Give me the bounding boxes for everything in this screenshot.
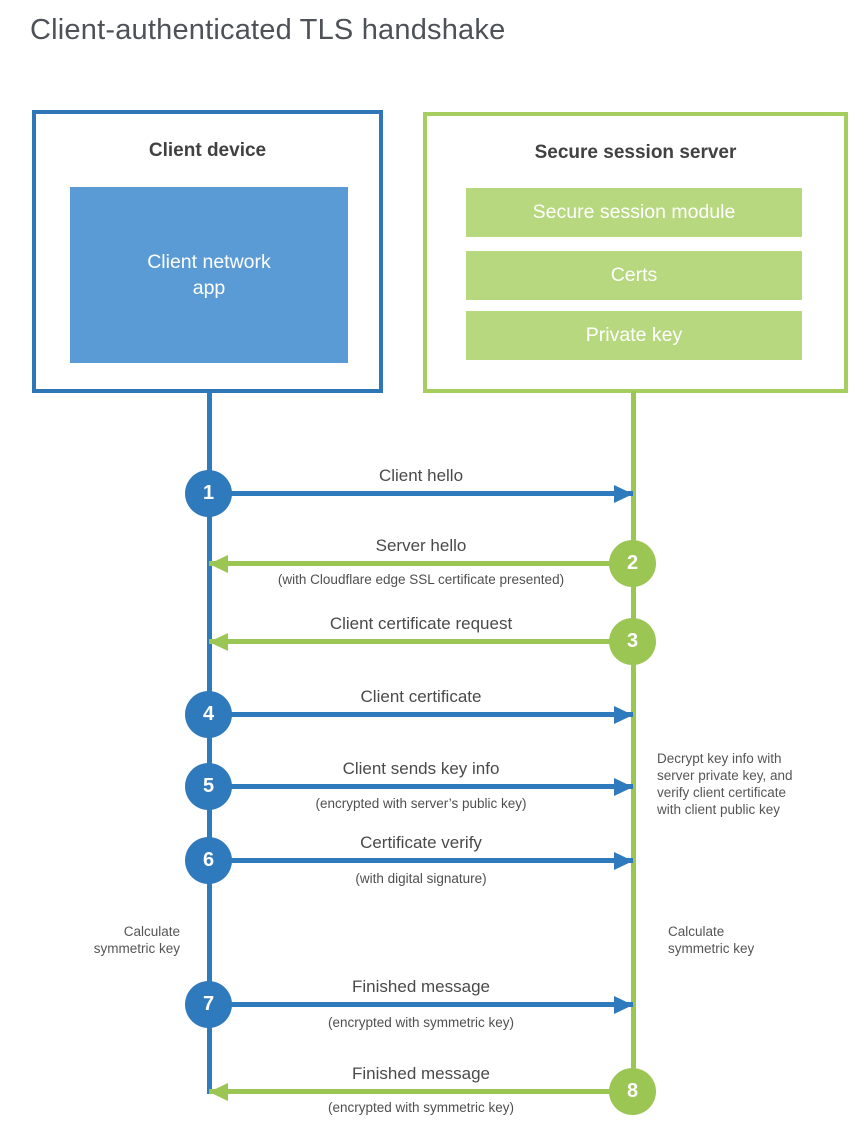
arrow-client-to-server: [209, 705, 633, 724]
client-lifeline: [207, 391, 212, 1094]
message-subtext: (with digital signature): [355, 871, 487, 886]
message-label: Client certificate request: [329, 614, 513, 633]
server-lifeline: [631, 391, 636, 1092]
arrowhead-right-icon: [614, 995, 633, 1014]
step-4-marker: 4: [185, 691, 232, 738]
arrowhead-left-icon: [209, 554, 228, 573]
arrow-server-to-client: [209, 1082, 633, 1101]
page-title: Client-authenticated TLS handshake: [30, 14, 506, 46]
client-device-box: Client device Client network app: [32, 110, 383, 393]
step-1-marker: 1: [185, 470, 232, 517]
arrow-client-to-server: [209, 851, 633, 870]
message-label: Client certificate: [360, 687, 482, 706]
arrowhead-right-icon: [614, 484, 633, 503]
server-module-private-key: Private key: [466, 311, 802, 360]
message-subtext: (encrypted with server’s public key): [315, 796, 527, 811]
arrowhead-right-icon: [614, 851, 633, 870]
server-title: Secure session server: [534, 142, 737, 163]
arrow-server-to-client: [209, 632, 633, 651]
arrowhead-right-icon: [614, 777, 633, 796]
step-2-marker: 2: [609, 540, 656, 587]
step-3-marker: 3: [609, 618, 656, 665]
arrow-client-to-server: [209, 484, 633, 503]
arrow-client-to-server: [209, 777, 633, 796]
arrow-client-to-server: [209, 995, 633, 1014]
server-module-secure-session: Secure session module: [466, 188, 802, 237]
server-decrypt-note: Decrypt key info with server private key…: [657, 751, 793, 817]
arrowhead-right-icon: [614, 705, 633, 724]
arrowhead-left-icon: [209, 632, 228, 651]
message-label: Client hello: [378, 466, 464, 485]
client-calculate-key-note: Calculate symmetric key: [93, 924, 180, 956]
message-label: Certificate verify: [360, 833, 482, 852]
client-device-title: Client device: [148, 140, 267, 161]
server-module-certs: Certs: [466, 251, 802, 300]
message-label: Finished message: [352, 977, 490, 996]
message-subtext: (encrypted with symmetric key): [327, 1015, 515, 1030]
message-label: Client sends key info: [342, 759, 500, 778]
message-subtext: (encrypted with symmetric key): [327, 1100, 515, 1115]
arrowhead-left-icon: [209, 1082, 228, 1101]
message-label: Finished message: [352, 1064, 490, 1083]
step-6-marker: 6: [185, 837, 232, 884]
server-box: Secure session server Secure session mod…: [423, 112, 848, 393]
step-8-marker: 8: [609, 1068, 656, 1115]
message-label: Server hello: [375, 536, 467, 555]
arrow-server-to-client: [209, 554, 633, 573]
message-subtext: (with Cloudflare edge SSL certificate pr…: [277, 572, 565, 587]
client-network-app-box: Client network app: [70, 187, 348, 363]
server-calculate-key-note: Calculate symmetric key: [668, 924, 755, 956]
step-7-marker: 7: [185, 981, 232, 1028]
step-5-marker: 5: [185, 763, 232, 810]
